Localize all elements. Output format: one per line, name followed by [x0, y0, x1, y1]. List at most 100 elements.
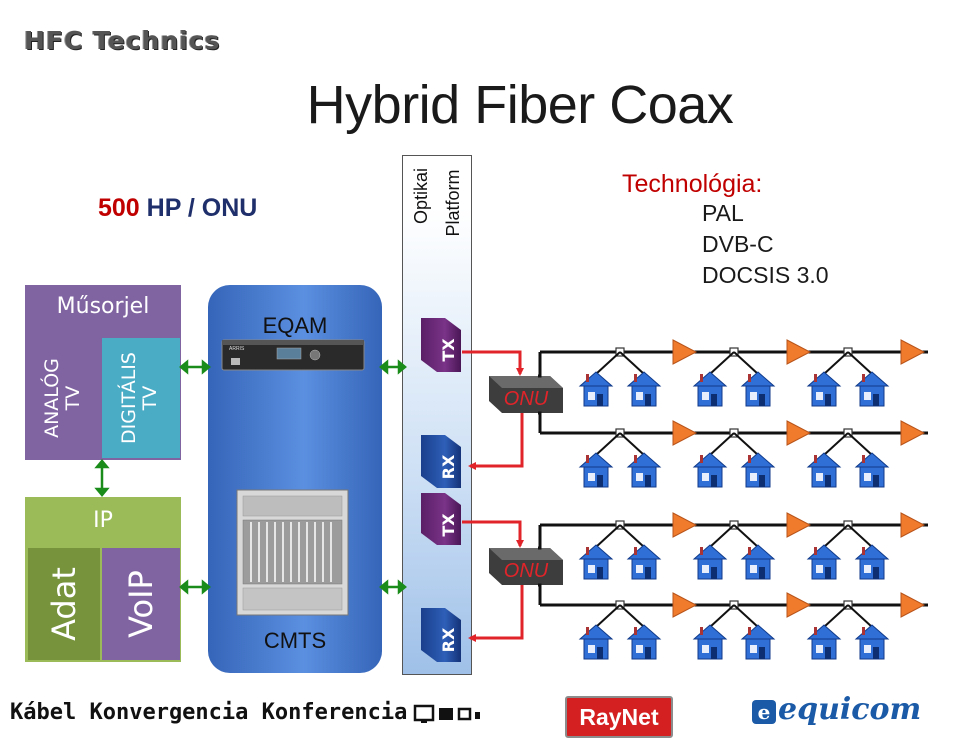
- green-connectors: [94, 359, 407, 595]
- technology-docsis: DOCSIS 3.0: [702, 262, 829, 288]
- drop-line: [823, 604, 849, 628]
- house-chimney: [634, 547, 637, 555]
- house-window: [816, 392, 823, 400]
- equicom-badge: e: [752, 700, 776, 724]
- house-body: [631, 558, 657, 580]
- drop-line: [733, 604, 759, 628]
- house-chimney: [814, 627, 817, 635]
- hp-per-onu-label: 500 HP / ONU: [98, 194, 257, 223]
- house-body: [697, 385, 723, 407]
- analog-tv-block: ANALÓG TV: [28, 338, 100, 458]
- house-chimney: [862, 547, 865, 555]
- hp-unit: HP: [146, 194, 181, 222]
- program-signal-title: Műsorjel: [56, 294, 150, 319]
- drop-line: [595, 432, 621, 456]
- house-door: [711, 394, 717, 406]
- amplifier: [672, 512, 698, 538]
- drop-line: [847, 351, 873, 375]
- house-roof: [692, 371, 728, 387]
- coax-feed: [538, 411, 542, 433]
- house-roof: [692, 544, 728, 560]
- technology-pal: PAL: [702, 200, 744, 226]
- amplifier: [786, 512, 812, 538]
- house-window: [816, 645, 823, 653]
- house-body: [811, 638, 837, 660]
- house-roof: [626, 371, 662, 387]
- house-door: [759, 475, 765, 487]
- eqam-device: ARRIS: [221, 339, 365, 371]
- voip-block: VoIP: [102, 548, 180, 660]
- house-door: [825, 647, 831, 659]
- drop-line: [595, 604, 621, 628]
- house-body: [811, 385, 837, 407]
- house-body: [745, 385, 771, 407]
- house-roof: [806, 544, 842, 560]
- drop-line: [595, 524, 621, 548]
- drop-line: [733, 524, 759, 548]
- house-door: [711, 475, 717, 487]
- house-chimney: [862, 374, 865, 382]
- house-roof: [740, 544, 776, 560]
- optical-module-rx-2: [421, 608, 461, 662]
- drop-line: [847, 604, 873, 628]
- house-window: [636, 392, 643, 400]
- hp-onu: ONU: [201, 194, 258, 222]
- data-block: Adat: [28, 548, 100, 660]
- drop-line: [823, 524, 849, 548]
- house-chimney: [586, 455, 589, 463]
- amplifier: [900, 339, 926, 365]
- amplifier: [672, 420, 698, 446]
- amplifier: [786, 592, 812, 618]
- house-window: [588, 473, 595, 481]
- house-roof: [806, 371, 842, 387]
- conference-logo: Kábel Konvergencia Konferencia: [10, 700, 408, 725]
- house-window: [864, 645, 871, 653]
- page-title: Hybrid Fiber Coax: [306, 75, 734, 135]
- house-body: [745, 558, 771, 580]
- house-window: [636, 645, 643, 653]
- house-chimney: [862, 627, 865, 635]
- house-roof: [806, 624, 842, 640]
- ip-title: IP: [93, 508, 113, 533]
- house-window: [750, 473, 757, 481]
- rx-label-1: RX: [439, 454, 458, 480]
- house-window: [702, 565, 709, 573]
- coax-feed: [538, 583, 542, 605]
- optical-platform: [402, 155, 472, 675]
- house-roof: [692, 624, 728, 640]
- house-chimney: [748, 374, 751, 382]
- drop-line: [847, 432, 873, 456]
- drop-line: [595, 351, 621, 375]
- house-door: [645, 567, 651, 579]
- house-roof: [740, 624, 776, 640]
- house-door: [873, 567, 879, 579]
- house-roof: [626, 624, 662, 640]
- drop-line: [709, 604, 735, 628]
- house-roof: [626, 544, 662, 560]
- house-window: [864, 565, 871, 573]
- house-roof: [854, 544, 890, 560]
- house-chimney: [748, 627, 751, 635]
- hfc-technics-logo: HFC Technics: [24, 26, 221, 55]
- house-chimney: [814, 455, 817, 463]
- house-roof: [578, 544, 614, 560]
- digital-tv-block: DIGITÁLIS TV: [102, 338, 180, 458]
- house-body: [859, 466, 885, 488]
- house-chimney: [634, 455, 637, 463]
- house-window: [588, 565, 595, 573]
- cmts-device: [236, 489, 349, 616]
- eqam-label: EQAM: [262, 313, 328, 338]
- house-body: [631, 385, 657, 407]
- coax-feed: [538, 352, 542, 378]
- house-window: [702, 645, 709, 653]
- house-body: [631, 638, 657, 660]
- fiber-links: [462, 350, 524, 642]
- house-body: [583, 558, 609, 580]
- onu-node-2: [489, 548, 563, 585]
- house-door: [597, 567, 603, 579]
- house-window: [750, 392, 757, 400]
- tx-label-2: TX: [439, 513, 458, 537]
- house-chimney: [634, 374, 637, 382]
